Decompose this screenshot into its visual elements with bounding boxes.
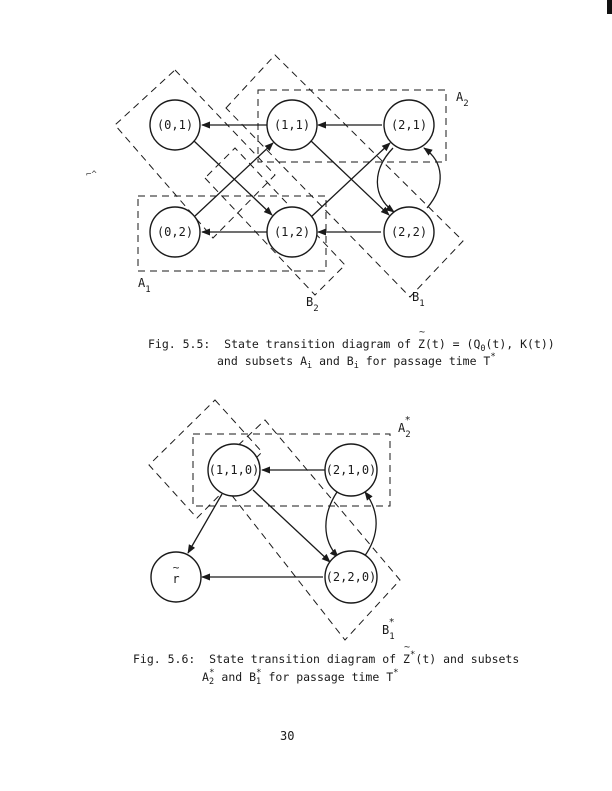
- state-node-0-2: (0,2): [149, 206, 201, 258]
- caption-text: State transition diagram of: [209, 652, 404, 666]
- caption-sub: 0: [480, 344, 486, 354]
- subset-label-a2-star: A2*: [398, 415, 411, 440]
- caption-sup: *: [209, 668, 215, 678]
- state-node-1-1-0: (1,1,0): [207, 443, 261, 497]
- state-node-1-1: (1,1): [266, 99, 318, 151]
- subset-label-b2: B2: [306, 295, 319, 314]
- subset-a2-box: [257, 89, 447, 163]
- edge-110-to-r: [187, 493, 223, 554]
- caption-text: for passage time T: [358, 354, 491, 368]
- state-node-1-2: (1,2): [266, 206, 318, 258]
- page-number: 30: [280, 729, 295, 743]
- edge-12-to-21: [310, 142, 391, 218]
- caption-sup: *: [490, 352, 496, 362]
- edge-220-to-210: [363, 491, 377, 558]
- state-node-r: ~ r: [150, 551, 202, 603]
- edge-01-to-12: [193, 140, 273, 216]
- figure-5-6-caption-line-2: A2* and B1* for passage time T*: [202, 668, 399, 687]
- caption-sub: i: [353, 361, 359, 371]
- subset-b2-diamond: [114, 69, 276, 239]
- caption-text: A: [202, 670, 209, 684]
- z-tilde: ~Z: [418, 327, 426, 351]
- caption-sub: i: [307, 361, 313, 371]
- state-label: (1,1): [274, 118, 310, 132]
- state-label: (1,2): [274, 225, 310, 239]
- caption-text: and B: [214, 670, 257, 684]
- figure-5-5-caption: Fig. 5.5: State transition diagram of ~Z…: [148, 327, 555, 354]
- subset-a2-star-box: [192, 433, 391, 507]
- subset-label-b1-star: B1*: [382, 617, 395, 642]
- subset-b1-star-band: [211, 419, 401, 641]
- state-label: (2,1,0): [326, 463, 377, 477]
- state-node-2-2: (2,2): [383, 206, 435, 258]
- subset-label-b1: B1: [412, 290, 425, 309]
- state-label: (2,2,0): [326, 570, 377, 584]
- caption-text: and B: [312, 354, 354, 368]
- subset-diamond-upper-left: [148, 399, 263, 519]
- z-tilde-star: ~Z*: [403, 642, 416, 666]
- caption-text: for passage time T: [261, 670, 394, 684]
- subset-label-a2: A2: [456, 90, 469, 109]
- edge-210-to-220: [325, 491, 339, 558]
- state-node-2-1: (2,1): [383, 99, 435, 151]
- caption-sub: 1: [256, 677, 262, 687]
- state-label: (0,2): [157, 225, 193, 239]
- edge-22-to-21: [423, 147, 441, 209]
- edge-11-to-22: [309, 139, 390, 216]
- caption-text: (t) and subsets: [415, 652, 520, 666]
- figure-number: Fig. 5.6:: [133, 652, 196, 666]
- caption-sup: *: [393, 668, 399, 678]
- state-node-2-2-0: (2,2,0): [324, 550, 378, 604]
- figure-5-6-caption: Fig. 5.6: State transition diagram of ~Z…: [133, 642, 520, 669]
- caption-sup: *: [256, 668, 262, 678]
- edge-21-to-22: [376, 147, 395, 213]
- state-label: (2,1): [391, 118, 427, 132]
- page-corner-mark: [607, 0, 612, 14]
- state-node-2-1-0: (2,1,0): [324, 443, 378, 497]
- state-label: r: [172, 572, 179, 586]
- subset-b1-diamond: [225, 54, 464, 298]
- margin-mark: ⌐^: [86, 170, 97, 180]
- edge-110-to-220: [252, 489, 331, 563]
- subset-b2-lower-band: [204, 147, 346, 296]
- state-label: (2,2): [391, 225, 427, 239]
- caption-text: State transition diagram of: [224, 337, 419, 351]
- tilde-mark: ~: [173, 561, 180, 574]
- state-label: (0,1): [157, 118, 193, 132]
- caption-text: and subsets A: [217, 354, 308, 368]
- subset-label-a1: A1: [138, 276, 151, 295]
- state-label: (1,1,0): [209, 463, 260, 477]
- figure-number: Fig. 5.5:: [148, 337, 211, 351]
- caption-text: (t) = (Q: [424, 337, 481, 351]
- edge-02-to-11: [194, 142, 274, 217]
- caption-sub: 2: [208, 677, 215, 687]
- caption-text: (t), K(t)): [485, 337, 555, 351]
- figure-5-5-caption-line-2: and subsets Ai and Bi for passage time T…: [217, 352, 496, 371]
- state-node-0-1: (0,1): [149, 99, 201, 151]
